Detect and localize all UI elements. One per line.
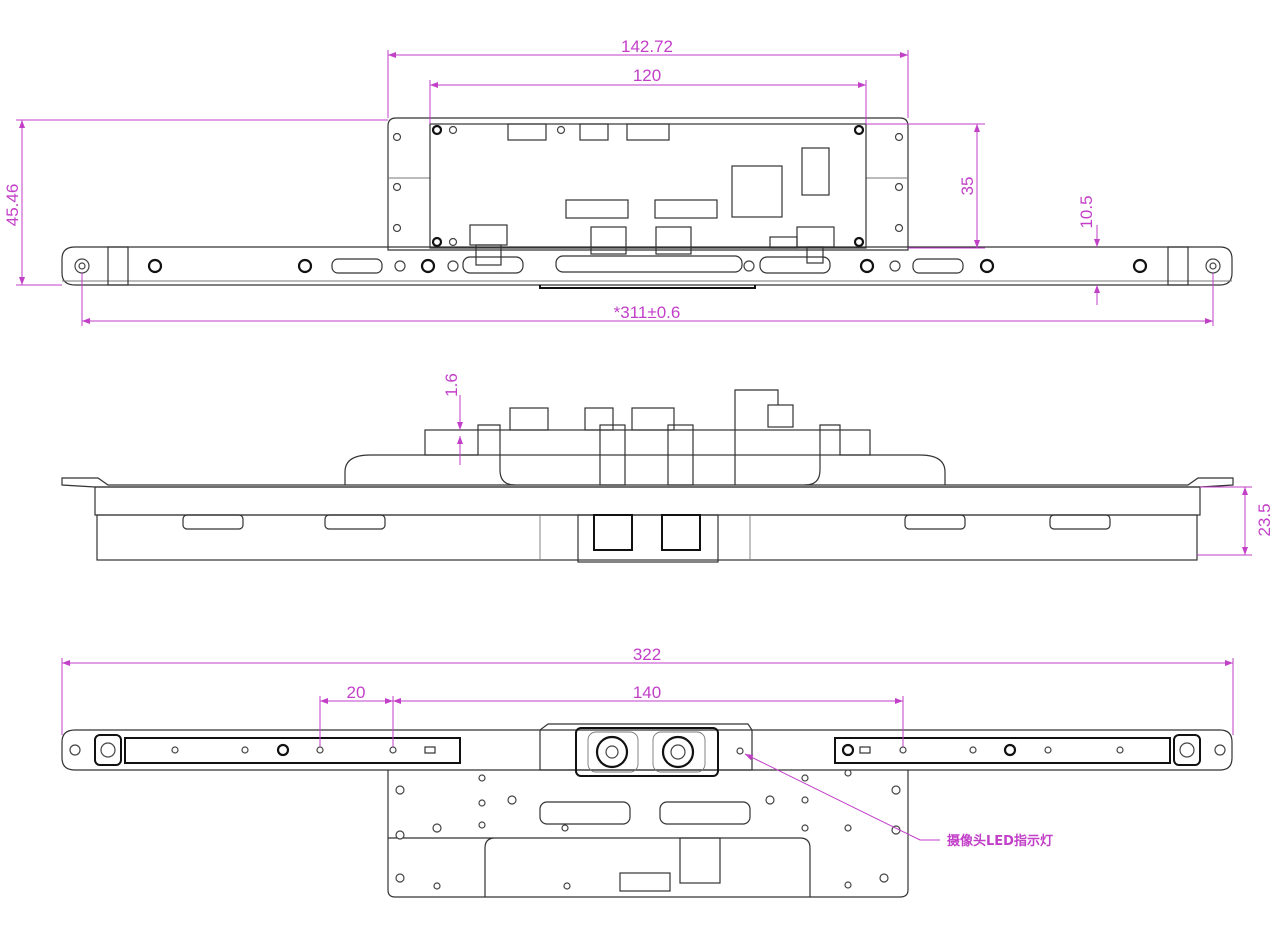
side-view-dimensions: 1.6 23.5	[442, 373, 1274, 556]
dim-hole-spacing: *311±0.6	[614, 303, 681, 322]
dim-total-height: 45.46	[3, 184, 22, 227]
bottom-view	[61, 723, 1233, 898]
dim-bar-height: 10.5	[1077, 195, 1096, 228]
dim-screw-pitch: 20	[347, 683, 366, 702]
dim-pcb-height: 35	[958, 177, 977, 196]
dim-depth: 23.5	[1255, 503, 1274, 536]
dim-plate-width: 142.72	[621, 37, 673, 56]
top-view-dimensions: 142.72 120 45.46 35 10.5 *311±0.6	[3, 37, 1214, 326]
dim-screw-span: 140	[633, 683, 661, 702]
dim-pcb-width: 120	[633, 66, 661, 85]
side-view	[61, 389, 1234, 563]
dim-pcb-thickness: 1.6	[442, 373, 461, 397]
bottom-view-dimensions: 322 20 140 摄像头LED指示灯	[61, 645, 1234, 849]
top-view	[61, 117, 1233, 289]
led-indicator-callout: 摄像头LED指示灯	[947, 833, 1053, 849]
dim-total-length: 322	[633, 645, 661, 664]
